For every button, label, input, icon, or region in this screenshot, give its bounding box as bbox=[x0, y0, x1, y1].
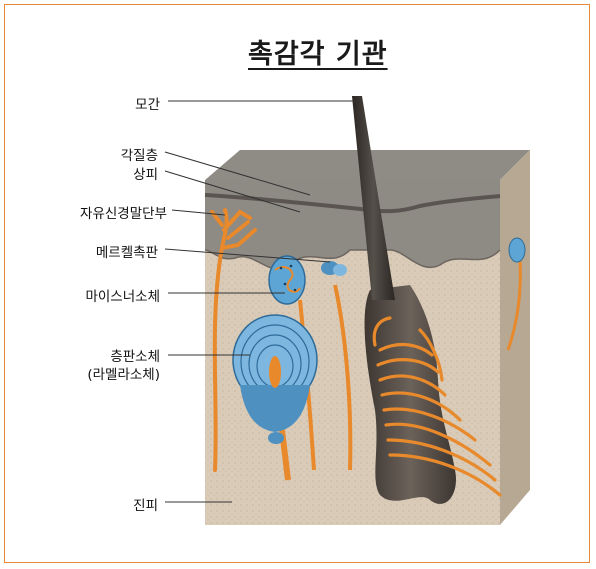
label-meissner-corpuscle: 마이스너소체 bbox=[85, 285, 160, 305]
label-free-nerve-endings: 자유신경말단부 bbox=[80, 202, 167, 222]
label-stratum-corneum: 각질층 bbox=[121, 144, 158, 164]
label-pacinian-corpuscle: 층판소체 bbox=[110, 345, 160, 365]
block-right-face bbox=[500, 150, 530, 525]
label-hair-shaft: 모간 bbox=[135, 93, 160, 113]
label-dermis: 진피 bbox=[133, 494, 158, 514]
label-pacinian-alt: (라멜라소체) bbox=[87, 363, 160, 383]
label-merkel-disc: 메르켈촉판 bbox=[96, 241, 158, 261]
label-epidermis: 상피 bbox=[133, 163, 158, 183]
